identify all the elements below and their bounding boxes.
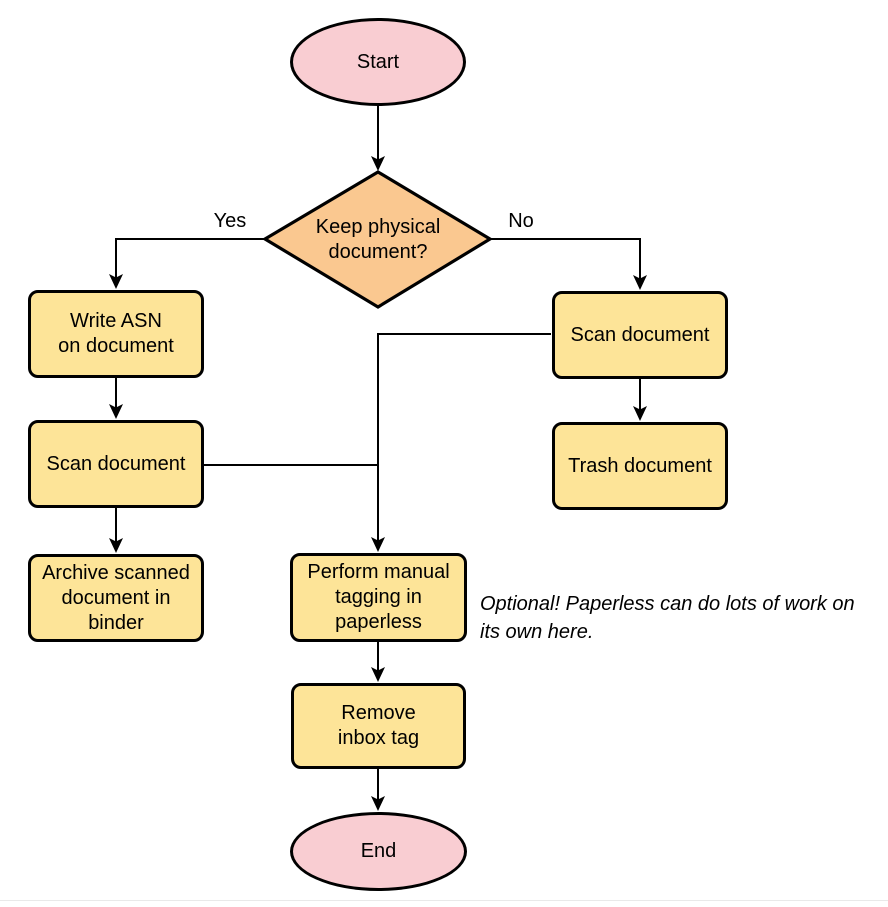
node-start: Start <box>290 18 466 106</box>
edge-decision-no <box>490 238 647 290</box>
node-archive: Archive scanned document in binder <box>28 554 204 642</box>
node-end-label: End <box>360 840 397 862</box>
annotation-optional-note: Optional! Paperless can do lots of work … <box>480 593 855 643</box>
node-write-asn: Write ASN on document <box>28 290 204 378</box>
node-decision-label: Keep physical document? <box>315 215 441 263</box>
node-trash: Trash document <box>552 422 728 510</box>
node-remove-inbox-label: Remove inbox tag <box>337 702 420 749</box>
node-write-asn-label: Write ASN on document <box>58 310 174 357</box>
node-end: End <box>290 812 467 891</box>
node-decision: Keep physical document? <box>266 172 490 307</box>
page-bottom-rule <box>0 900 888 901</box>
node-archive-label: Archive scanned document in binder <box>42 561 190 634</box>
edge-decision-yes <box>109 238 265 289</box>
node-scan-document-right-label: Scan document <box>570 323 710 346</box>
node-remove-inbox: Remove inbox tag <box>291 683 466 769</box>
edge-label-yes: Yes <box>211 210 249 232</box>
node-scan-document-right: Scan document <box>552 291 728 379</box>
node-tagging-label: Perform manual tagging in paperless <box>307 561 450 633</box>
node-scan-document-left: Scan document <box>28 420 204 508</box>
node-start-label: Start <box>356 50 400 73</box>
edge-label-no: No <box>506 210 536 232</box>
node-trash-label: Trash document <box>568 454 712 477</box>
node-scan-document-left-label: Scan document <box>46 452 186 475</box>
edge-scanright-to-tagging <box>371 333 551 552</box>
node-tagging: Perform manual tagging in paperless <box>290 553 467 642</box>
